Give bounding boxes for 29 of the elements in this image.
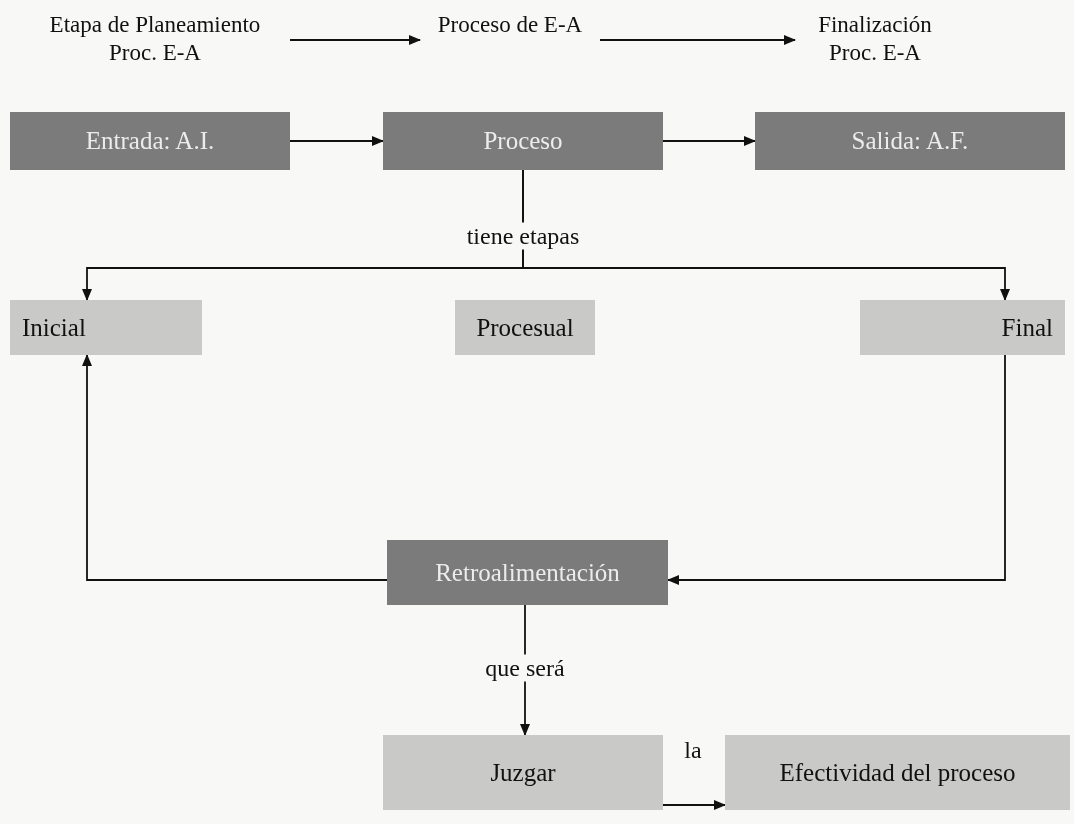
node-text: Retroalimentación [435,557,620,588]
light-stage-box [455,300,595,355]
arrow [522,169,1010,301]
node-text: Efectividad del proceso [779,757,1016,788]
arrow [599,35,796,45]
node-text: Procesual [476,312,574,343]
light-stage-box [725,735,1070,810]
node-text: Proceso [483,126,563,156]
arrow [82,354,388,581]
node-text: Inicial [22,312,86,343]
dark-process-box [387,540,668,605]
arrow [289,136,384,146]
node-text: Finalización Proc. E-A [817,11,933,67]
dark-process-box [383,112,663,170]
node-text: Juzgar [490,757,556,788]
arrow [662,800,726,810]
node-text: Salida: A.F. [851,126,969,156]
light-stage-box [10,300,202,355]
node-text: Final [1001,312,1053,343]
light-stage-box [383,735,663,810]
node-text: Proceso de E-A [437,11,583,39]
arrow [289,35,421,45]
node-text: Etapa de Planeamiento Proc. E-A [48,11,262,67]
light-stage-box [860,300,1065,355]
node-text: Entrada: A.I. [85,126,215,156]
dark-process-box [10,112,290,170]
arrow [667,354,1006,585]
dark-process-box [755,112,1065,170]
arrow [662,136,756,146]
